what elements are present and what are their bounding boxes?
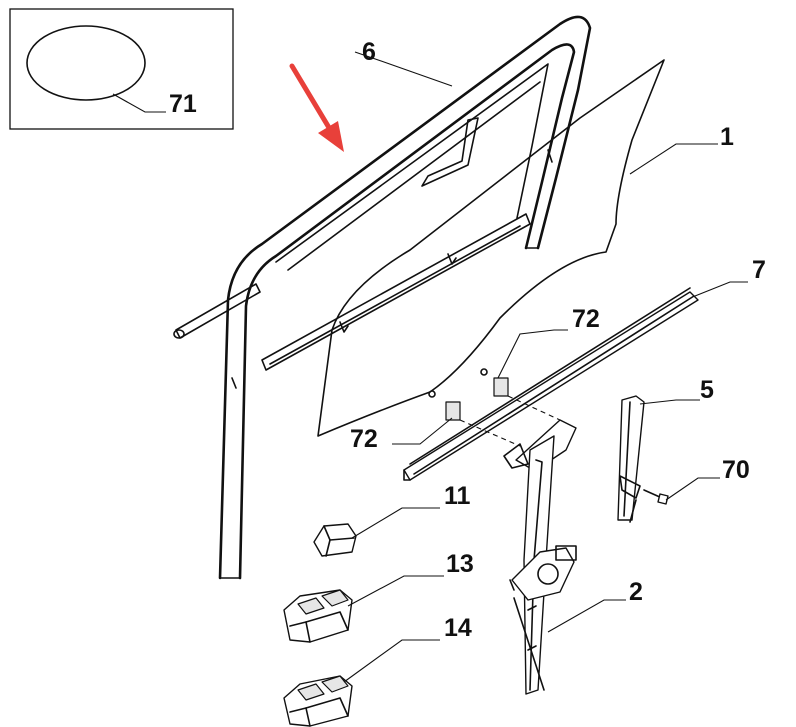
clamp-lower [445, 401, 461, 421]
leader-72-upper [497, 329, 568, 379]
callout-14: 14 [444, 614, 472, 642]
glass-clamps-part-72: 72 72 [350, 305, 600, 453]
leader-14 [343, 639, 440, 683]
screw-part-70: 70 [643, 456, 750, 505]
callout-70: 70 [722, 456, 750, 484]
callout-13: 13 [446, 550, 474, 578]
switch-panel-part-14: 14 [283, 614, 472, 727]
clamp-upper [493, 377, 509, 397]
belt-weatherstrip-part-7: 7 [403, 256, 766, 481]
inset-box-part-71: 71 [9, 8, 234, 130]
leader-7 [694, 281, 748, 297]
arrow-shaft [289, 63, 337, 139]
callout-1: 1 [720, 123, 734, 151]
seal-ring-71 [26, 25, 146, 101]
callout-71: 71 [169, 90, 197, 118]
leader-13 [347, 575, 444, 607]
window-frame-part-6: 6 [173, 15, 592, 580]
leader-70 [665, 477, 720, 501]
callout-5: 5 [700, 376, 714, 404]
callout-72-lower: 72 [350, 425, 378, 453]
red-indicator-arrow [289, 63, 344, 152]
arrow-head [318, 121, 344, 152]
callout-2: 2 [629, 578, 643, 606]
leader-1 [629, 143, 718, 175]
leader-2 [547, 599, 626, 633]
switch-part-11: 11 [313, 482, 471, 557]
leader-5 [639, 399, 700, 405]
door-glass-part-1: 1 [317, 59, 734, 437]
inset-frame [9, 8, 234, 130]
callout-11: 11 [444, 482, 471, 510]
switch-panel-part-13: 13 [283, 550, 474, 643]
leader-11 [351, 507, 440, 539]
leader-72-lower [392, 417, 453, 445]
rear-guide-part-5: 5 [617, 376, 714, 523]
callout-6: 6 [362, 38, 376, 66]
window-regulator-part-2: 2 [503, 419, 643, 695]
callout-72-upper: 72 [572, 305, 600, 333]
leader-6 [354, 51, 453, 87]
leader-71 [112, 93, 166, 113]
callout-7: 7 [752, 256, 766, 284]
